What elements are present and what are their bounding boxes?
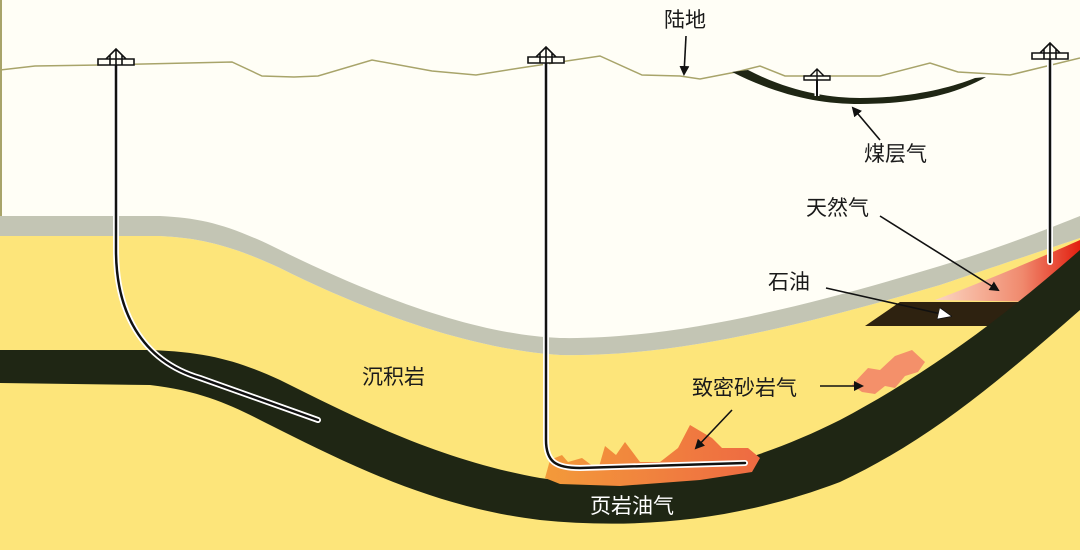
label-oil: 石油 <box>768 270 810 294</box>
arrow-oil <box>825 287 950 316</box>
label-coalbed-methane: 煤层气 <box>864 142 927 166</box>
tight-sandstone-gas-deposit <box>852 350 925 394</box>
label-natural-gas: 天然气 <box>806 196 869 220</box>
land-surface-line <box>0 55 1080 80</box>
derrick-icon <box>803 68 831 81</box>
well-left <box>113 59 321 423</box>
derrick-icon <box>527 45 565 64</box>
shale-layer <box>0 250 1080 524</box>
arrow-shale-gas <box>694 409 733 450</box>
label-tight-sandstone-gas: 致密砂岩气 <box>692 376 797 400</box>
derrick-icon <box>1031 41 1069 60</box>
arrow-natural-gas <box>879 215 1000 292</box>
well-center <box>543 57 748 472</box>
label-shale-oil-gas: 页岩油气 <box>590 494 674 518</box>
cap-rock-layer <box>0 216 1080 356</box>
arrow-land <box>679 35 690 76</box>
arrow-coalbed <box>851 106 881 141</box>
label-land: 陆地 <box>664 8 706 32</box>
shale-gas-deposit <box>545 425 760 486</box>
coal-seam <box>732 70 986 104</box>
derrick-icon <box>97 47 135 66</box>
label-sedimentary-rock: 沉积岩 <box>362 365 425 389</box>
